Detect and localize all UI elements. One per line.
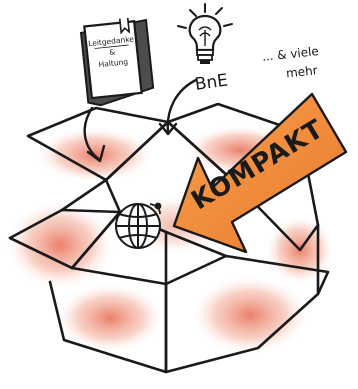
lightbulb-icon	[178, 4, 232, 64]
book-icon: Leitgedanke & Haltung	[80, 16, 154, 106]
globe-icon	[116, 204, 160, 248]
book-title-line2: &	[109, 47, 116, 57]
more-text-line1: ... & viele	[261, 44, 319, 64]
bulb-label: BnE	[194, 71, 230, 95]
more-text-line2: mehr	[285, 63, 318, 80]
